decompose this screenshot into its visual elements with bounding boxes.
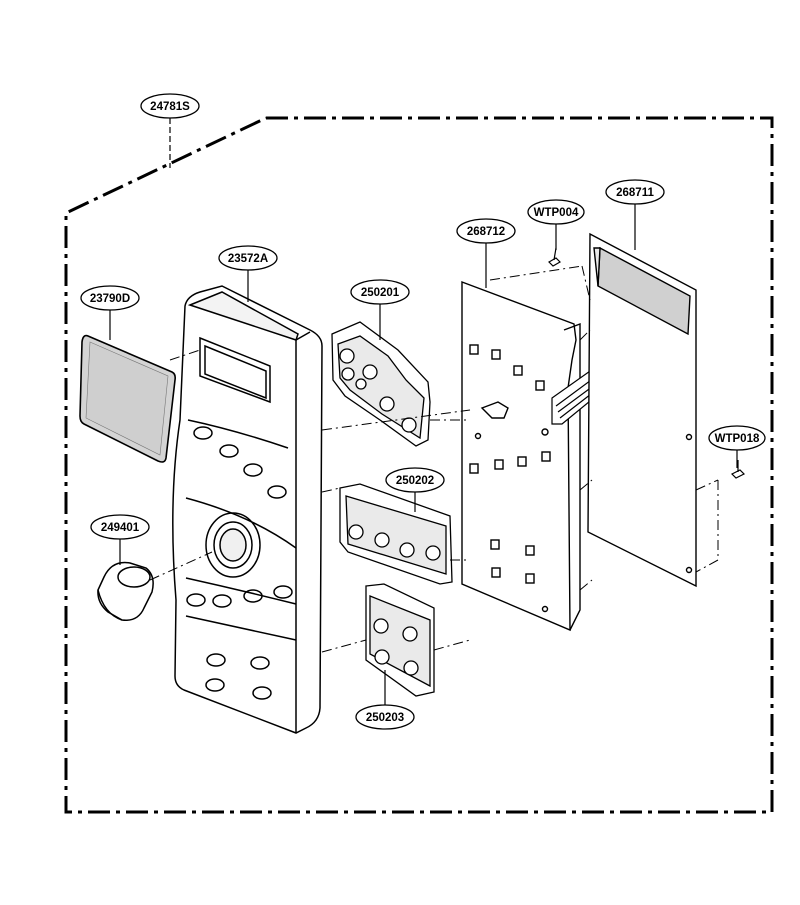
screw-wtp004	[548, 247, 561, 267]
main-pcb-part	[461, 280, 581, 632]
label-250201: 250201	[350, 279, 410, 340]
label-268711: 268711	[605, 179, 665, 250]
label-text-keypad-1: 250201	[361, 287, 400, 299]
label-WTP004: WTP004	[527, 199, 585, 250]
label-268712: 268712	[456, 218, 516, 288]
assembly-boundary	[64, 116, 774, 814]
label-23790D: 23790D	[80, 285, 140, 340]
label-text-screw-2: WTP018	[715, 433, 760, 445]
label-text-keypad-3: 250203	[366, 712, 404, 724]
label-text-window: 23790D	[90, 293, 130, 305]
keypad-board-3-part	[365, 583, 435, 697]
label-text-keypad-2: 250202	[396, 475, 434, 487]
control-knob-part	[97, 561, 154, 621]
label-text-assembly: 24781S	[150, 101, 190, 113]
label-text-front-panel: 23572A	[228, 253, 268, 265]
alignment-lines	[149, 265, 719, 653]
label-text-pcb-display: 268711	[616, 187, 654, 199]
display-window-part	[79, 334, 176, 463]
label-249401: 249401	[90, 514, 150, 565]
label-text-knob: 249401	[101, 522, 140, 534]
display-pcb-part	[587, 232, 697, 588]
label-text-screw-1: WTP004	[534, 207, 579, 219]
keypad-board-2-part	[339, 483, 453, 585]
screw-wtp018	[730, 460, 746, 479]
label-250202: 250202	[385, 467, 445, 512]
front-panel-part	[172, 285, 323, 734]
label-WTP018: WTP018	[708, 425, 766, 468]
label-23572A: 23572A	[218, 245, 278, 302]
label-250203: 250203	[355, 670, 415, 730]
keypad-board-1-part	[331, 321, 431, 447]
label-text-pcb-main: 268712	[467, 226, 505, 238]
label-24781S: 24781S	[140, 93, 200, 168]
